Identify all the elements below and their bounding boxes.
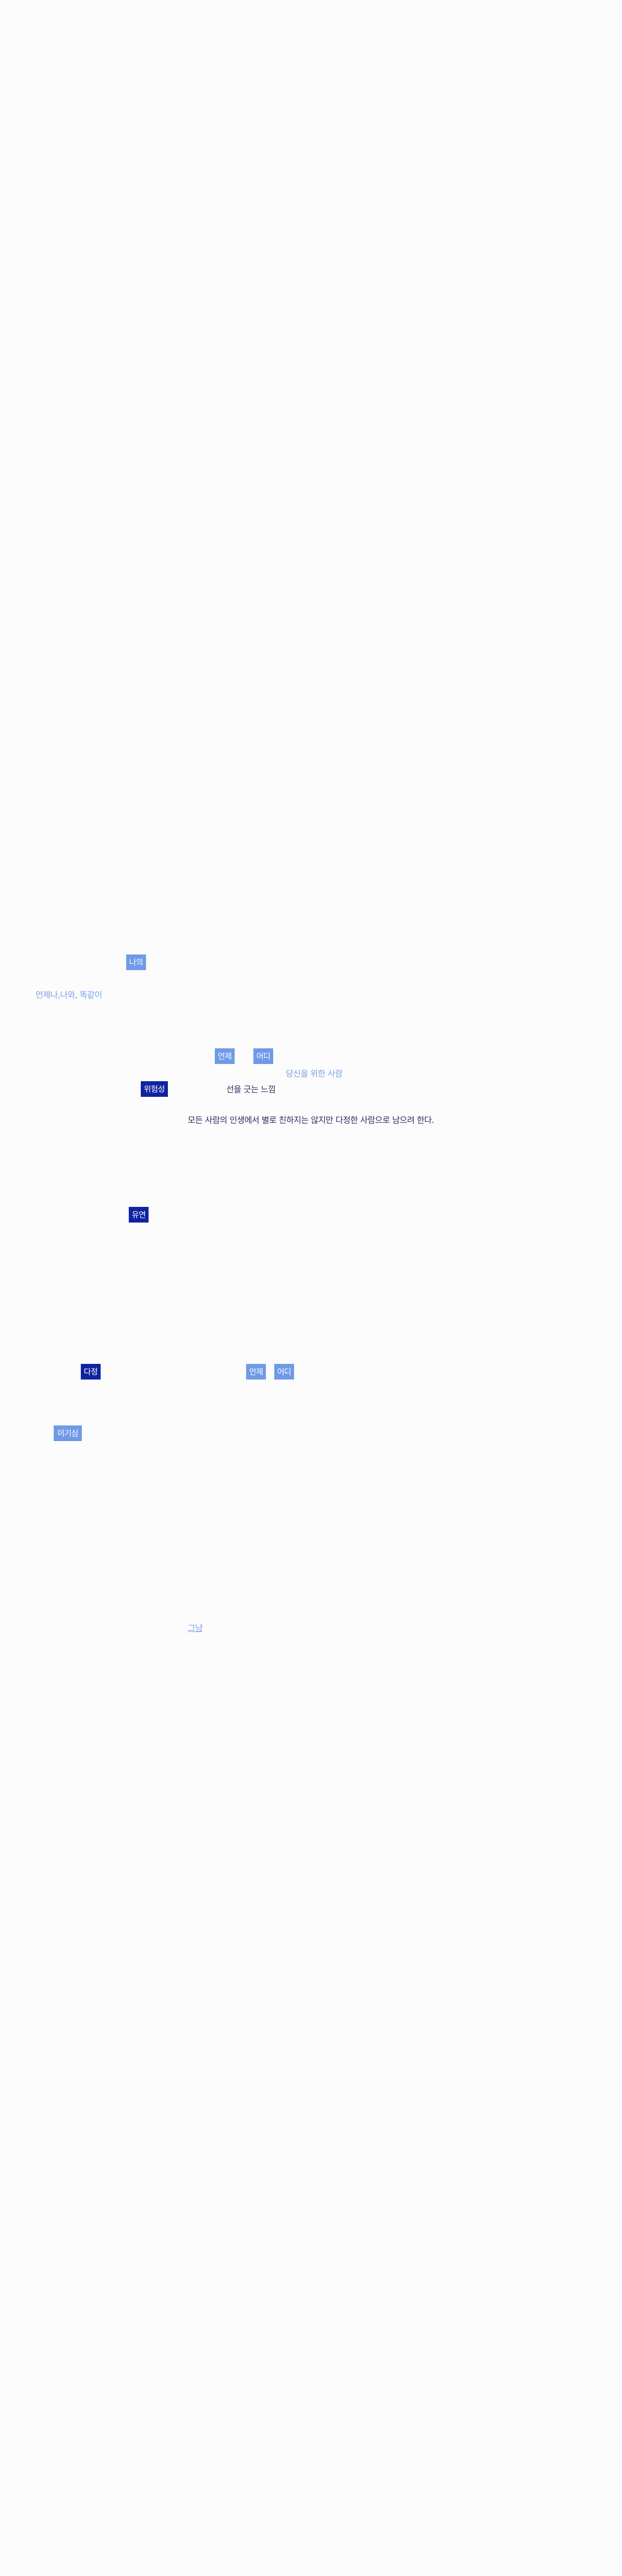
link-word[interactable]: 그냥 — [188, 1623, 203, 1633]
tag-word: 어디 — [253, 1048, 273, 1064]
sentence-text: 모든 사람의 인생에서 별로 친하지는 않지만 다정한 사람으로 남으려 한다. — [188, 1115, 434, 1125]
tag-word: 이기심 — [54, 1425, 82, 1441]
tag-word: 다정 — [81, 1364, 101, 1380]
tag-word: 유연 — [129, 1207, 149, 1223]
phrase-word: 언제나,나와, 똑같이 — [35, 990, 102, 1000]
tag-word: 위험성 — [141, 1081, 168, 1097]
phrase-word: 선을 긋는 느낌 — [226, 1084, 276, 1094]
tag-word: 언제 — [246, 1364, 266, 1380]
tag-word: 언제 — [215, 1048, 235, 1064]
phrase-word: 당신을 위한 사람 — [286, 1069, 343, 1079]
tag-word: 어디 — [274, 1364, 294, 1380]
tag-word: 나의 — [126, 954, 146, 970]
